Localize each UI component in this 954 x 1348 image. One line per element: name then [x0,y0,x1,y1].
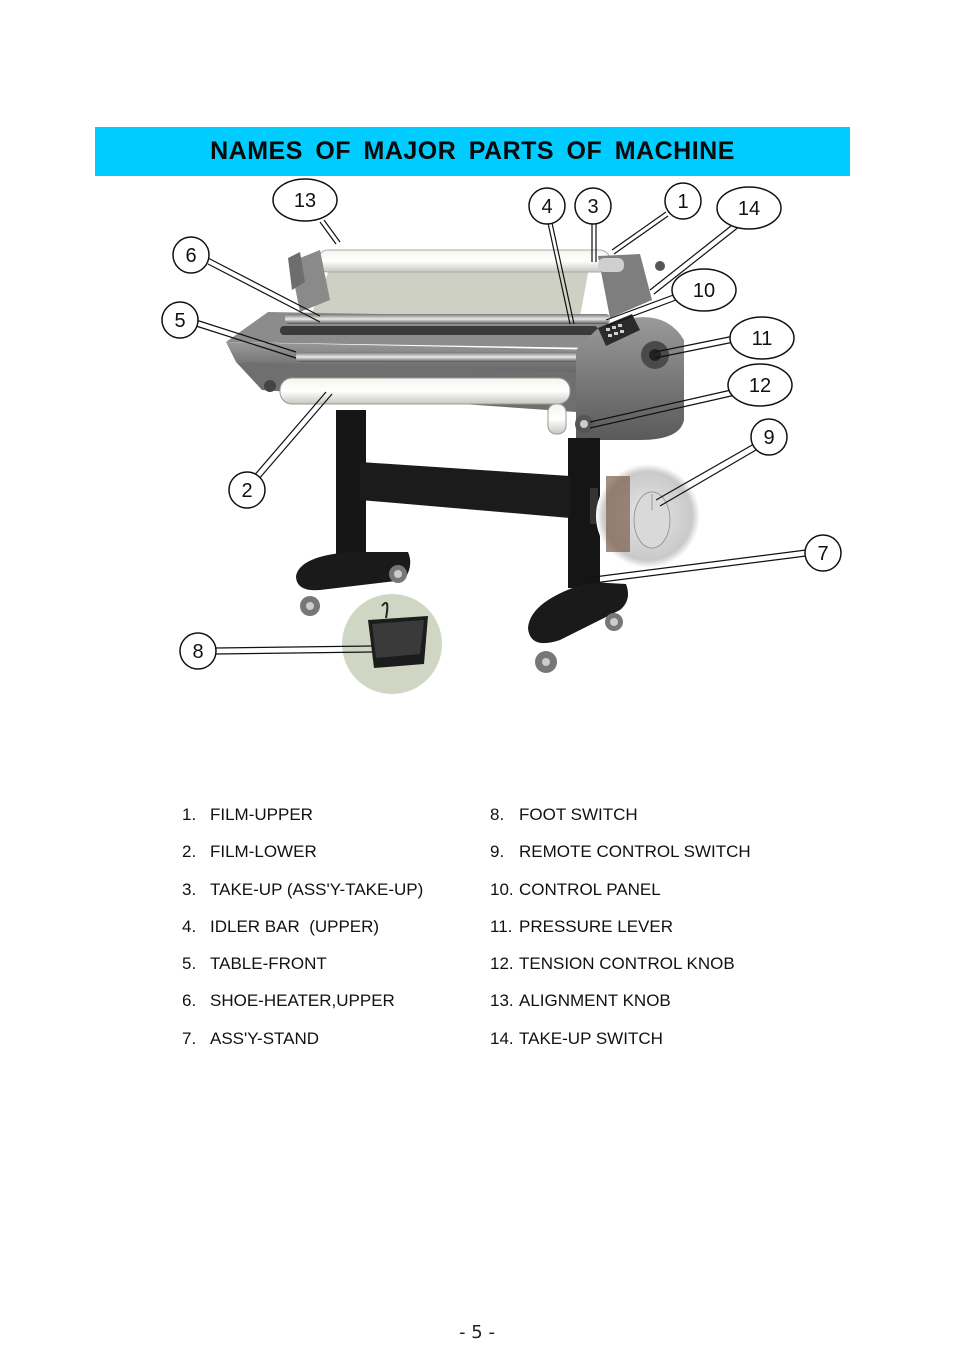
svg-text:2: 2 [241,480,252,502]
svg-text:4: 4 [541,196,552,218]
remote-switch-inset [596,464,700,568]
part-label: TABLE-FRONT [210,954,327,974]
part-item: 13.ALIGNMENT KNOB [490,991,671,1011]
svg-text:12: 12 [749,375,771,397]
callout-2: 2 [228,471,266,509]
part-label: TAKE-UP (ASS'Y-TAKE-UP) [210,879,424,899]
page-number: - 5 - [459,1322,495,1343]
svg-text:11: 11 [752,328,773,350]
callout-4: 4 [528,187,566,225]
part-label: FOOT SWITCH [519,805,638,824]
callout-5: 5 [161,301,199,339]
part-label: REMOTE CONTROL SWITCH [519,842,751,862]
callout-8: 8 [179,632,217,670]
svg-text:14: 14 [738,198,760,220]
part-item: 5.TABLE-FRONT [182,954,327,974]
callout-3: 3 [574,187,612,225]
callout-12: 12 [727,363,793,407]
svg-text:13: 13 [294,190,316,212]
svg-text:3: 3 [587,196,598,218]
part-item: 3.TAKE-UP (ASS'Y-TAKE-UP) [182,879,424,899]
parts-list-left-column: 1.FILM-UPPER 2.FILM-LOWER 3.TAKE-UP (ASS… [182,805,423,1066]
callout-7: 7 [804,534,842,572]
callout-14: 14 [716,186,782,230]
foot-switch-inset [342,594,442,694]
section-title-bar: NAMES OF MAJOR PARTS OF MACHINE [95,127,850,176]
part-item: 4.IDLER BAR (UPPER) [182,916,380,936]
part-item: 2.FILM-LOWER [182,842,317,862]
part-label: SHOE-HEATER,UPPER [210,991,395,1011]
part-label: TENSION CONTROL KNOB [519,954,735,974]
svg-text:1: 1 [677,191,688,213]
part-label: IDLER BAR (UPPER) [210,916,380,936]
part-label: ASS'Y-STAND [210,1028,320,1048]
part-item: 12.TENSION CONTROL KNOB [490,954,735,974]
part-label: FILM-LOWER [210,842,317,862]
svg-text:6: 6 [185,245,196,267]
part-item: 14.TAKE-UP SWITCH [490,1028,663,1048]
part-item: 9.REMOTE CONTROL SWITCH [490,842,751,862]
parts-list-right-column: 8.FOOT SWITCH 9.REMOTE CONTROL SWITCH 10… [490,805,751,1066]
svg-text:7: 7 [817,543,828,565]
svg-text:9: 9 [763,427,774,449]
callout-11: 11 [729,316,795,360]
part-item: 7.ASS'Y-STAND [182,1028,320,1048]
callout-13: 13 [272,178,338,222]
part-item: 10.CONTROL PANEL [490,879,661,899]
callouts: 13 4 3 1 14 6 10 5 [161,178,842,670]
machine-illustration [226,249,684,673]
laminator-diagram: 13 4 3 1 14 6 10 5 [161,178,842,694]
part-item: 11.PRESSURE LEVER [490,916,673,936]
part-item: 8.FOOT SWITCH [490,805,638,824]
part-label: PRESSURE LEVER [519,916,673,936]
callout-10: 10 [671,268,737,312]
svg-text:5: 5 [174,310,185,332]
part-label: FILM-UPPER [210,805,313,824]
part-item: 1.FILM-UPPER [182,805,313,824]
callout-6: 6 [172,236,210,274]
callout-1: 1 [664,182,702,220]
part-item: 6.SHOE-HEATER,UPPER [182,991,395,1011]
svg-text:8: 8 [192,641,203,663]
part-label: CONTROL PANEL [519,879,661,899]
part-label: ALIGNMENT KNOB [519,991,671,1011]
part-label: TAKE-UP SWITCH [519,1028,663,1048]
leader-lines [195,211,807,655]
svg-text:10: 10 [693,280,715,302]
section-title: NAMES OF MAJOR PARTS OF MACHINE [210,137,735,165]
callout-9: 9 [750,418,788,456]
